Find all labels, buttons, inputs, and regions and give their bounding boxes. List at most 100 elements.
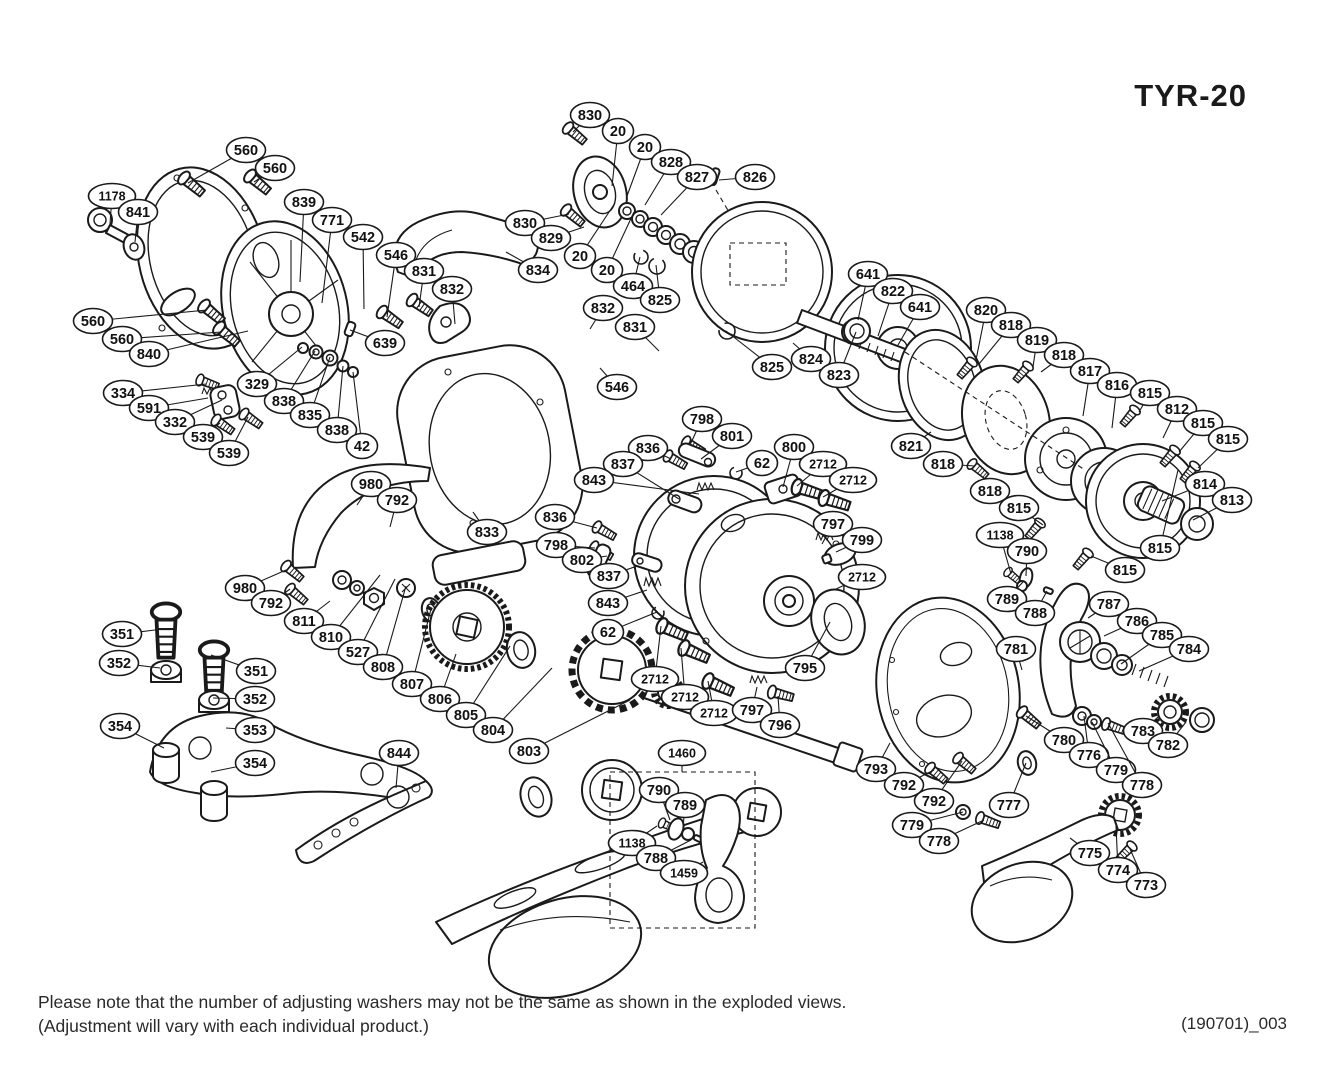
- callout-bubble: [790, 345, 832, 373]
- callout-number: 783: [1131, 724, 1155, 740]
- callout-bubble: [602, 450, 644, 478]
- part-callout: 539: [182, 422, 224, 451]
- callout-bubble: [508, 737, 550, 765]
- part-callout: 560: [101, 325, 222, 353]
- callout-number: 820: [974, 303, 998, 319]
- callout-number: 816: [1105, 378, 1129, 394]
- callout-number: 784: [1177, 642, 1201, 658]
- part-callout: 825: [639, 264, 681, 314]
- callout-number: 775: [1078, 846, 1102, 862]
- callout-bubble: [660, 683, 710, 711]
- callout-number: 819: [1025, 333, 1049, 349]
- part-callout: 782: [1147, 721, 1189, 759]
- part-callout: 980: [350, 470, 392, 506]
- callout-number: 838: [272, 394, 296, 410]
- callout-number: 792: [892, 778, 916, 794]
- callout-bubble: [102, 379, 144, 407]
- part-callout: 1138: [975, 521, 1025, 575]
- callout-number: 334: [111, 386, 135, 402]
- part-callout: 334: [102, 379, 207, 407]
- callout-bubble: [899, 293, 941, 321]
- part-callout: 808: [362, 585, 407, 681]
- callout-number: 560: [110, 332, 134, 348]
- callout-number: 806: [428, 692, 452, 708]
- part-callout: 800: [773, 433, 815, 488]
- part-callout: 824: [790, 342, 832, 373]
- callout-bubble: [990, 311, 1032, 339]
- callout-bubble: [986, 585, 1028, 613]
- callout-number: 798: [544, 538, 568, 554]
- callout-bubble: [891, 811, 933, 839]
- part-callout: 777: [988, 762, 1030, 819]
- part-callout: 833: [466, 511, 508, 546]
- part-callout: 352: [98, 649, 161, 677]
- callout-number: 779: [900, 818, 924, 834]
- callout-bubble: [117, 198, 159, 226]
- part-callout: 560: [187, 136, 267, 184]
- callout-number: 2712: [700, 706, 728, 720]
- callout-bubble: [250, 589, 292, 617]
- callout-bubble: [734, 163, 776, 191]
- callout-bubble: [419, 685, 461, 713]
- callout-bubble: [1104, 556, 1146, 584]
- callout-number: 354: [243, 756, 267, 772]
- part-callout: 831: [403, 257, 445, 308]
- callout-number: 843: [596, 596, 620, 612]
- callout-number: 843: [582, 473, 606, 489]
- part-callout: 843: [587, 589, 648, 617]
- callout-bubble: [99, 712, 141, 740]
- callout-bubble: [1014, 599, 1056, 627]
- callout-bubble: [837, 563, 887, 591]
- callout-bubble: [751, 353, 793, 381]
- callout-number: 785: [1150, 628, 1174, 644]
- callout-bubble: [364, 329, 406, 357]
- callout-bubble: [345, 432, 379, 460]
- part-callout: 797: [812, 510, 854, 545]
- callout-bubble: [1211, 486, 1253, 514]
- callout-number: 828: [659, 155, 683, 171]
- callout-bubble: [504, 209, 546, 237]
- callout-number: 799: [850, 533, 874, 549]
- callout-number: 815: [1216, 432, 1240, 448]
- callout-number: 837: [611, 457, 635, 473]
- part-callout: 811: [283, 600, 331, 635]
- part-callout: 329: [236, 346, 303, 398]
- callout-number: 788: [644, 851, 668, 867]
- callout-number: 560: [234, 143, 258, 159]
- callout-bubble: [1207, 425, 1249, 453]
- part-callout: 20: [563, 202, 616, 270]
- callout-bubble: [311, 206, 353, 234]
- callout-bubble: [596, 373, 638, 401]
- callout-number: 560: [263, 161, 287, 177]
- callout-bubble: [154, 408, 196, 436]
- callout-bubble: [841, 526, 883, 554]
- callout-number: 546: [384, 248, 408, 264]
- callout-bubble: [590, 256, 624, 284]
- callout-number: 792: [259, 596, 283, 612]
- callout-number: 62: [600, 625, 616, 641]
- part-callout: 641: [897, 293, 941, 346]
- part-callout: 806: [419, 653, 461, 713]
- callout-number: 822: [881, 284, 905, 300]
- part-callout: 844: [378, 739, 420, 789]
- part-callout: 62: [591, 611, 658, 646]
- callout-number: 824: [799, 352, 823, 368]
- part-callout: 2712: [689, 680, 739, 727]
- part-callout: 830: [569, 101, 611, 133]
- part-callout: 840: [128, 330, 249, 368]
- callout-bubble: [1069, 839, 1111, 867]
- callout-number: 353: [243, 723, 267, 739]
- callout-bubble: [1147, 731, 1189, 759]
- callout-bubble: [587, 589, 629, 617]
- callout-bubble: [236, 370, 278, 398]
- callout-bubble: [1097, 856, 1139, 884]
- note-line-2: (Adjustment will vary with each individu…: [38, 1016, 429, 1036]
- footer-note: Please note that the number of adjusting…: [38, 990, 846, 1038]
- callout-bubble: [254, 154, 296, 182]
- callout-bubble: [208, 439, 250, 467]
- part-callout: 774: [1097, 825, 1139, 884]
- part-callout: 836: [627, 434, 672, 462]
- part-callout: 2712: [660, 647, 710, 711]
- callout-bubble: [969, 477, 1011, 505]
